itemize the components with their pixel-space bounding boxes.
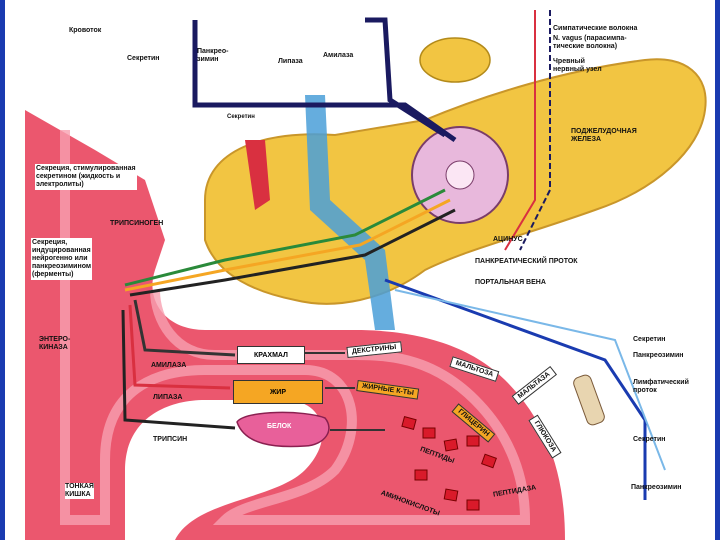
celiac-ganglion-shape xyxy=(419,37,491,83)
duct-dark xyxy=(129,208,456,297)
fat-box: ЖИР xyxy=(233,380,323,404)
red-vessel-shape xyxy=(245,140,270,210)
pancreozymin-secretion-note: Секреция, индуцированная нейрогенно или … xyxy=(31,238,93,280)
trypsin-arrow xyxy=(121,309,236,430)
lipase-label-top: Липаза xyxy=(278,58,303,65)
duct-orange xyxy=(124,198,451,292)
secretin-right-label: Секретин xyxy=(633,336,666,343)
trypsin-enzyme-label: ТРИПСИН xyxy=(153,436,188,443)
right-blue-line xyxy=(384,278,647,500)
enterokinase-label: ЭНТЕРО- КИНАЗА xyxy=(39,336,71,351)
sympathetic-pathway xyxy=(519,10,551,251)
duct-label: ПАНКРЕАТИЧЕСКИЙ ПРОТОК xyxy=(475,258,578,265)
intestine-label: ТОНКАЯ КИШКА xyxy=(65,483,94,499)
pancreas-label: ПОДЖЕЛУДОЧНАЯ ЖЕЛЕЗА xyxy=(571,128,637,143)
amylase-arrow xyxy=(133,299,236,357)
portal-vein-shape xyxy=(305,95,395,330)
trypsinogen-label: ТРИПСИНОГЕН xyxy=(110,220,164,227)
blood-pathway-2 xyxy=(365,17,447,138)
protein-label: БЕЛОК xyxy=(267,423,292,430)
pancreozymin-label-top: Панкрео- зимин xyxy=(197,48,229,63)
sympathetic-label: Симпатические волокна xyxy=(553,25,638,32)
portal-vein-label: ПОРТАЛЬНАЯ ВЕНА xyxy=(475,279,546,286)
celiac-label: Чревный нервный узел xyxy=(553,58,602,73)
vagus-pathway xyxy=(504,10,536,251)
protein-blob-shape xyxy=(236,411,330,448)
bloodstream-label: Кровоток xyxy=(69,27,102,34)
lymph-duct-shape xyxy=(573,374,605,426)
right-light-line xyxy=(394,289,666,471)
pancreozymin-right-label: Панкреозимин xyxy=(633,352,684,359)
pancreozymin-right-label-2: Панкреозимин xyxy=(631,484,682,491)
lipase-arrow xyxy=(128,304,231,390)
lipase-enzyme-label: ЛИПАЗА xyxy=(153,394,183,401)
amylase-label-top: Амилаза xyxy=(323,52,354,59)
duct-green xyxy=(124,188,446,287)
secretin-label-small: Секретин xyxy=(227,114,255,120)
lymph-duct-label: Лимфатический проток xyxy=(633,379,689,394)
secretin-stimulated-note: Секреция, стимулированная секретином (жи… xyxy=(35,164,137,190)
vagus-label: N. vagus (парасимпа- тические волокна) xyxy=(553,35,627,50)
starch-box: КРАХМАЛ xyxy=(237,346,305,364)
secretin-label-top: Секретин xyxy=(127,55,160,62)
acinus-label: АЦИНУС xyxy=(493,236,523,243)
amylase-enzyme-label: АМИЛАЗА xyxy=(151,362,187,369)
secretin-right-label-2: Секретин xyxy=(633,436,666,443)
diagram-artwork xyxy=(25,10,707,540)
